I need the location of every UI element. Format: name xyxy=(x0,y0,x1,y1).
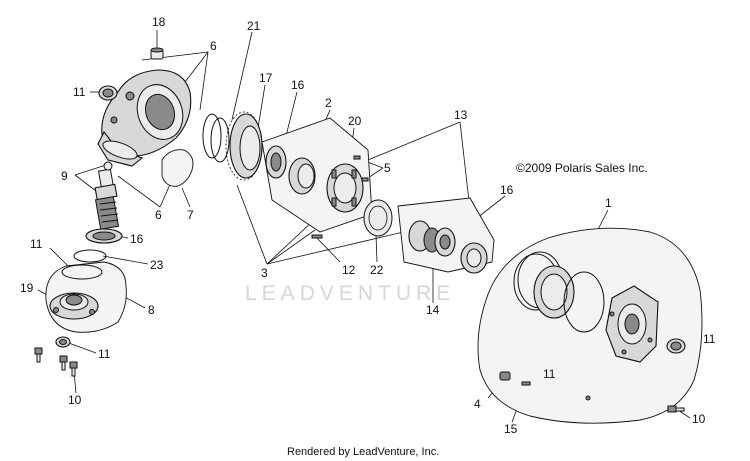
part-1-housing-outline xyxy=(477,227,703,424)
callout-5: 5 xyxy=(384,161,391,175)
part-1-internals xyxy=(513,251,659,363)
callout-3: 3 xyxy=(261,266,268,280)
callout-12: 12 xyxy=(342,263,356,277)
callout-11-top-left: 11 xyxy=(73,85,86,99)
callout-7: 7 xyxy=(187,208,194,222)
callout-14: 14 xyxy=(426,303,440,317)
part-8-cover-plate xyxy=(49,292,99,320)
part-12-pin xyxy=(311,234,323,239)
part-7-shim xyxy=(161,149,194,187)
part-9-pinion-shaft xyxy=(94,161,120,230)
callout-4: 4 xyxy=(474,397,481,411)
part-20-roller-cage xyxy=(326,163,364,213)
part-11-seal-right xyxy=(666,338,686,354)
part-16-bearing-left xyxy=(85,228,123,244)
copyright-text: ©2009 Polaris Sales Inc. xyxy=(516,161,648,175)
part-18-cap xyxy=(150,47,164,60)
part-11-seal-top xyxy=(98,85,118,101)
callout-22: 22 xyxy=(370,263,384,277)
callout-6-top: 6 xyxy=(210,39,217,53)
part-16-bearing-top xyxy=(265,145,287,179)
callout-11-right: 11 xyxy=(703,332,716,346)
part-10-bolts-left xyxy=(34,347,78,377)
callout-20: 20 xyxy=(348,114,362,128)
callout-19: 19 xyxy=(20,281,34,295)
part-6-gearcase-housing xyxy=(97,69,192,167)
callout-2: 2 xyxy=(325,96,332,110)
callout-17: 17 xyxy=(259,71,273,85)
part-differential-carrier xyxy=(288,157,316,195)
callout-6-lower: 6 xyxy=(155,208,162,222)
part-10-bolt-right xyxy=(667,405,685,413)
callout-18: 18 xyxy=(152,15,166,29)
part-4-plug xyxy=(499,371,511,381)
callout-16-left: 16 xyxy=(130,232,144,246)
render-credit: Rendered by LeadVenture, Inc. xyxy=(287,446,439,458)
callout-11-left: 11 xyxy=(30,237,43,251)
callout-1: 1 xyxy=(605,196,612,210)
callout-11-center: 11 xyxy=(543,367,556,381)
callout-10-left: 10 xyxy=(68,393,82,407)
callouts: 18 6 21 17 16 2 20 13 11 5 9 6 7 16 1 16… xyxy=(20,15,716,436)
part-5-pins xyxy=(353,155,369,182)
callout-10-right: 10 xyxy=(692,412,706,426)
callout-9: 9 xyxy=(61,169,68,183)
part-23-o-ring xyxy=(73,249,107,263)
callout-8: 8 xyxy=(148,303,155,317)
part-11-seal-lower-left xyxy=(55,336,71,348)
callout-16-right: 16 xyxy=(500,183,514,197)
callout-23: 23 xyxy=(150,258,164,272)
part-14-output-gear xyxy=(408,220,488,274)
watermark: LEADVENTURE xyxy=(245,282,455,305)
callout-11-lower-left: 11 xyxy=(98,347,111,361)
part-15-dowel xyxy=(521,381,531,386)
callout-15: 15 xyxy=(504,422,518,436)
callout-16-top: 16 xyxy=(291,78,305,92)
callout-21: 21 xyxy=(247,19,261,33)
part-22-spring-plate xyxy=(363,199,393,237)
part-21-ring-gear xyxy=(202,111,263,181)
part-11-o-ring-left xyxy=(61,264,103,280)
part-housing-vent xyxy=(585,395,591,401)
callout-13: 13 xyxy=(454,108,468,122)
